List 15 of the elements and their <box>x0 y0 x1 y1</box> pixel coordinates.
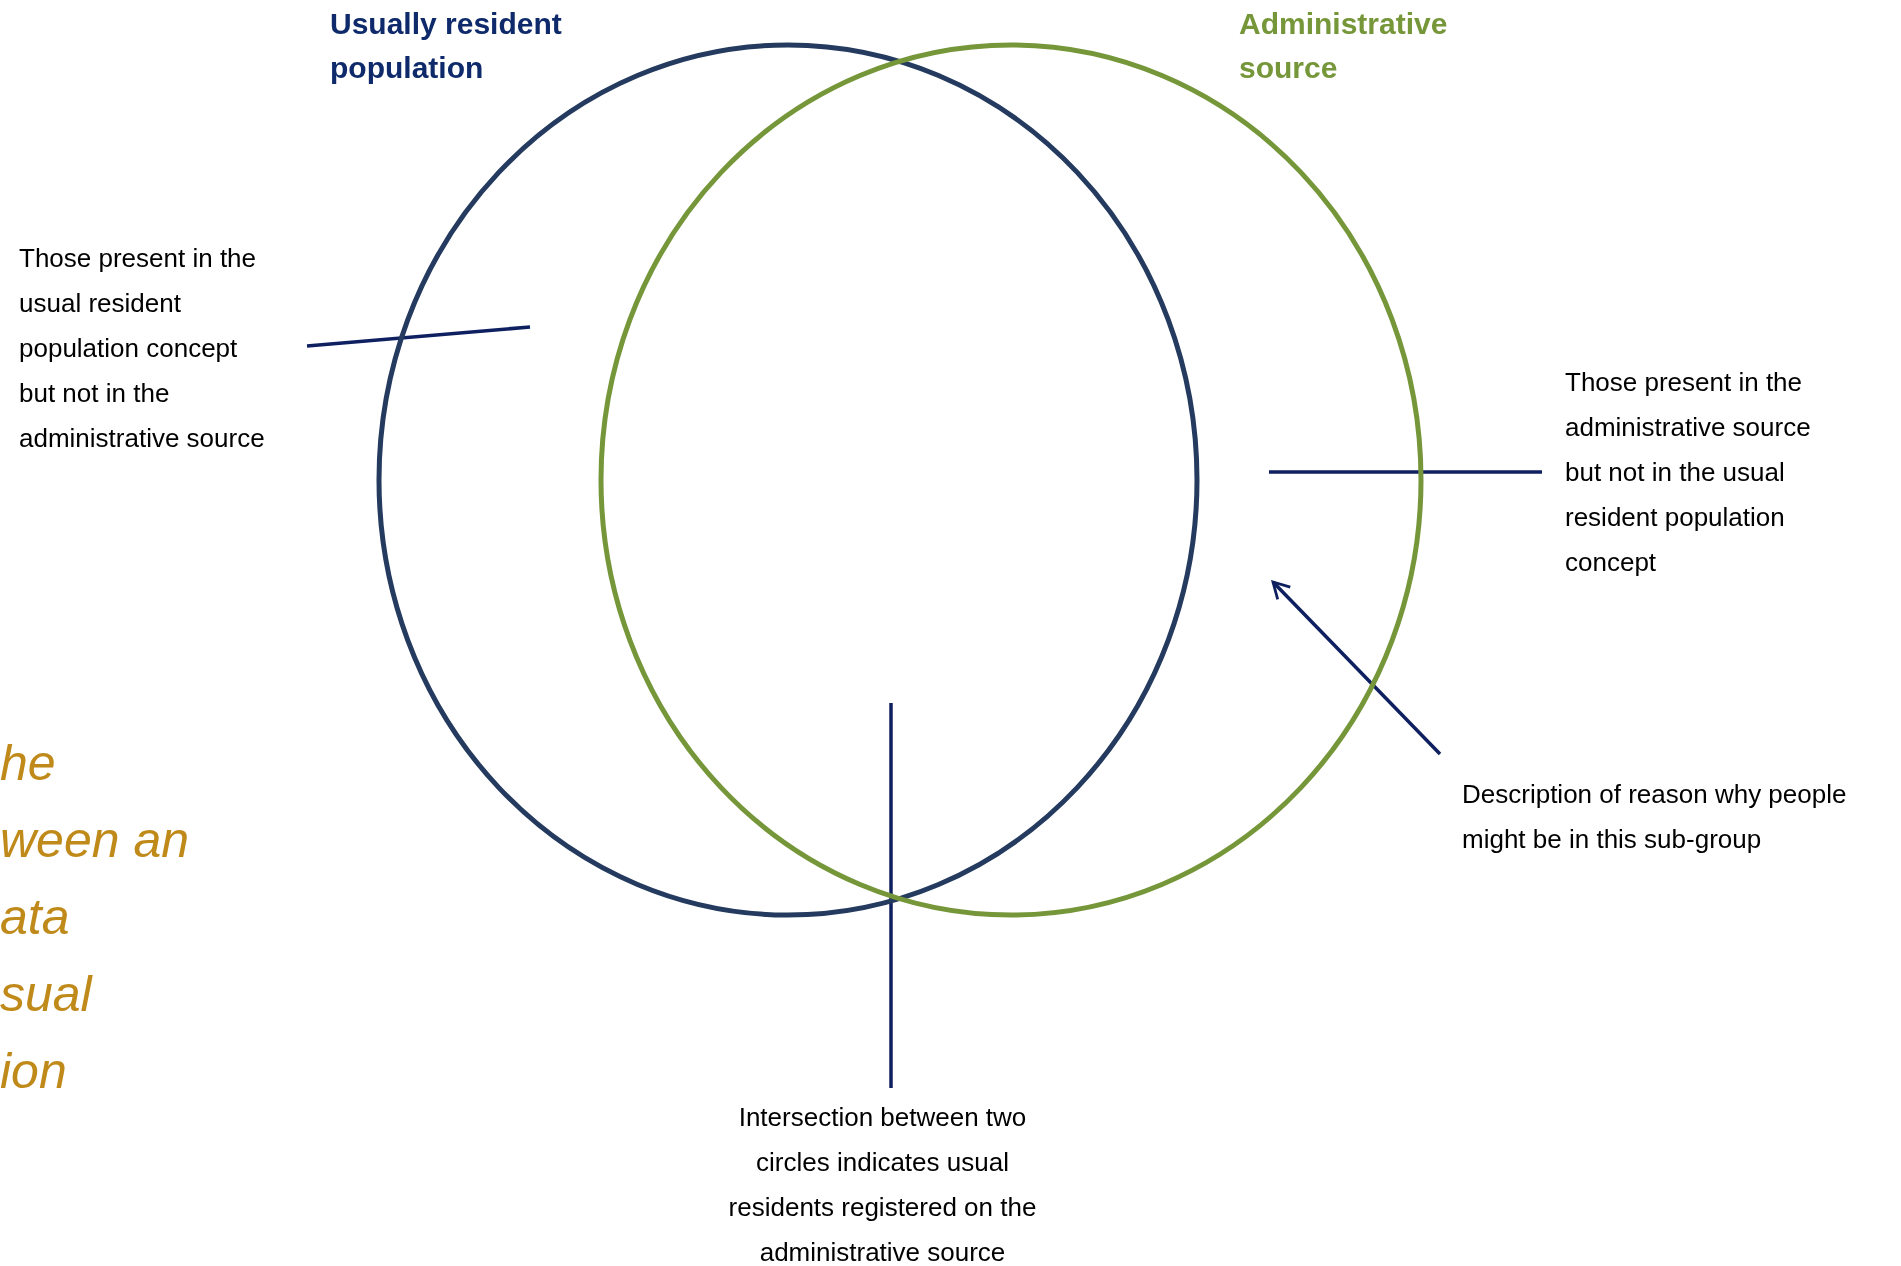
annotation-text: Intersection between two circles indicates usual residents registered on the administrative source <box>727 1101 1038 1266</box>
annotation-text: Description of reason why people might be in this sub-group <box>1462 778 1848 856</box>
cut-off-text: ata <box>0 888 70 947</box>
cut-off-text: ion <box>0 1042 67 1101</box>
cut-off-text: he <box>0 734 56 793</box>
leader-line <box>306 325 531 348</box>
cut-off-text: sual <box>0 965 92 1024</box>
annotation-text: Those present in the usual resident population concept but not in the administrative source <box>19 242 266 455</box>
circle-heading: Usually resident population <box>330 6 563 86</box>
circle-heading: Administrative source <box>1239 6 1449 86</box>
cut-off-text: ween an <box>0 811 190 870</box>
arrow <box>1271 580 1442 756</box>
leader-line <box>889 703 893 1088</box>
annotation-text: Those present in the administrative source but not in the usual resident population concept <box>1565 366 1812 579</box>
leader-line <box>1269 470 1542 474</box>
